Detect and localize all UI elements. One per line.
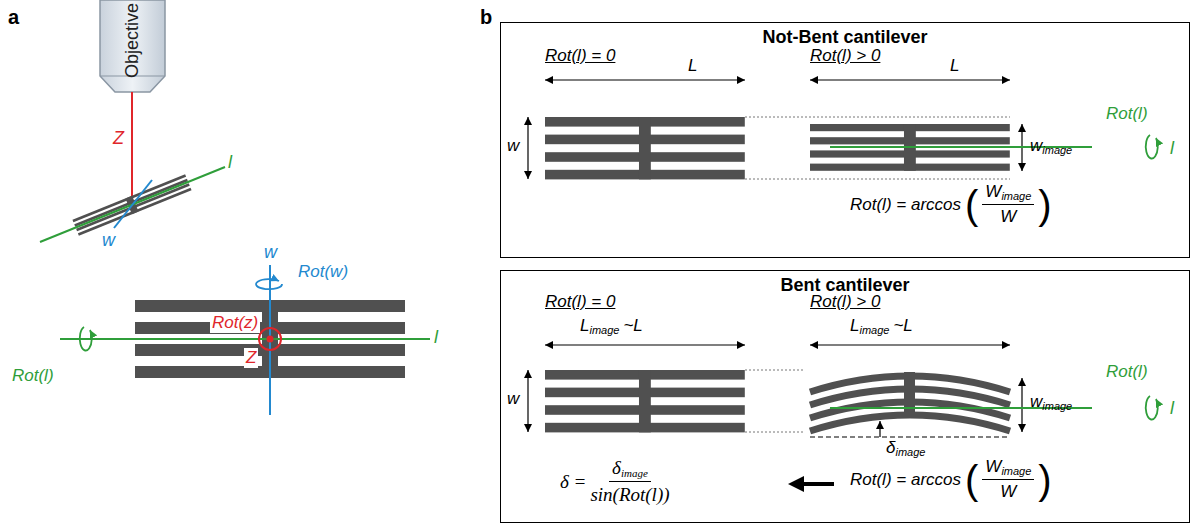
formula-paren: ( bbox=[965, 460, 978, 500]
panel-letter: a bbox=[8, 6, 19, 28]
objective: Objective bbox=[100, 0, 165, 81]
formula-text: δ bbox=[612, 457, 621, 478]
dimension-label-group: w bbox=[507, 389, 519, 409]
formula-text: δ = bbox=[560, 471, 586, 493]
denominator: W bbox=[1000, 205, 1016, 227]
rotation-label: Rot(l) bbox=[1106, 362, 1148, 381]
axis-label: l bbox=[434, 327, 438, 347]
condition-label-group: Rot(l) > 0 bbox=[810, 46, 880, 66]
panel-title: Not-Bent cantilever bbox=[501, 23, 1189, 48]
axis-label: l bbox=[1170, 138, 1174, 158]
formula: Rot(l) = arccos(WimageW) bbox=[850, 457, 1052, 502]
axis-label: Z bbox=[113, 128, 124, 148]
formula-text: W bbox=[1000, 482, 1016, 501]
numerator: Wimage bbox=[982, 182, 1034, 205]
dimension-label: ~L bbox=[893, 316, 912, 335]
formula: Rot(l) = arccos(WimageW) bbox=[850, 182, 1052, 227]
rotation-label-group: Rot(z) bbox=[210, 313, 260, 333]
dimension-label: L bbox=[850, 316, 859, 335]
panel-letter: b bbox=[480, 6, 492, 28]
fraction: WimageW bbox=[982, 182, 1034, 227]
formula-text: Rot(l) = arccos bbox=[850, 195, 961, 215]
dimension-label: w bbox=[1030, 392, 1042, 411]
axis-label-group: l bbox=[1170, 398, 1174, 419]
axis-label-group: Z bbox=[113, 128, 124, 149]
dimension-label: ~L bbox=[623, 316, 642, 335]
formula-text: W bbox=[1000, 207, 1016, 226]
axis-label-group: l bbox=[1170, 138, 1174, 159]
dimension-label: image bbox=[1042, 144, 1072, 156]
rotation-label-group: Rot(l) bbox=[1106, 362, 1148, 382]
rotation-label: Rot(z) bbox=[212, 313, 258, 332]
dimension-label: L bbox=[580, 316, 589, 335]
dimension-label-group: L bbox=[688, 56, 697, 76]
rotation-label: Rot(w) bbox=[298, 262, 348, 281]
panel-letter-group: a bbox=[8, 6, 19, 29]
formula-text: image bbox=[1001, 465, 1031, 477]
dimension-label-group: w bbox=[507, 136, 519, 156]
fraction: δimagesin(Rot(l)) bbox=[590, 457, 669, 506]
denominator: sin(Rot(l)) bbox=[590, 482, 669, 506]
dimension-label-group: Limage ~L bbox=[580, 316, 643, 337]
formula: δ =δimagesin(Rot(l)) bbox=[560, 457, 670, 506]
axis-label-group: Z bbox=[244, 348, 258, 368]
dimension-label: w bbox=[507, 389, 519, 408]
formula-text: W bbox=[985, 182, 1001, 201]
rotation-label-group: Rot(w) bbox=[298, 262, 348, 282]
formula-text: image bbox=[621, 467, 648, 479]
axis-label: w bbox=[102, 230, 115, 250]
deflection-label: δ bbox=[886, 438, 895, 457]
axis-label-group: w bbox=[102, 230, 115, 251]
objective-label: Objective bbox=[122, 3, 143, 78]
formula-text: sin(Rot(l)) bbox=[590, 484, 669, 505]
dimension-label: L bbox=[688, 56, 697, 75]
dimension-label: w bbox=[507, 136, 519, 155]
condition-label-group: Rot(l) = 0 bbox=[545, 292, 615, 312]
dimension-label-group: L bbox=[950, 56, 959, 76]
dimension-label-group: wimage bbox=[1030, 136, 1072, 157]
panel-letter-group: b bbox=[480, 6, 492, 29]
condition-label: Rot(l) > 0 bbox=[810, 46, 880, 65]
denominator: W bbox=[1000, 480, 1016, 502]
formula-paren: ) bbox=[1038, 185, 1051, 225]
numerator: Wimage bbox=[982, 457, 1034, 480]
condition-label: Rot(l) > 0 bbox=[810, 292, 880, 311]
formula-paren: ( bbox=[965, 185, 978, 225]
dimension-label-group: wimage bbox=[1030, 392, 1072, 413]
dimension-label: image bbox=[1042, 400, 1072, 412]
axis-label: l bbox=[1170, 398, 1174, 418]
dimension-label-group: Limage ~L bbox=[850, 316, 913, 337]
dimension-label: image bbox=[589, 324, 619, 336]
condition-label: Rot(l) = 0 bbox=[545, 46, 615, 65]
formula-text: Rot(l) = arccos bbox=[850, 470, 961, 490]
axis-label: l bbox=[228, 152, 232, 172]
axis-label: Z bbox=[246, 348, 256, 367]
dimension-label: image bbox=[859, 324, 889, 336]
formula-paren: ) bbox=[1038, 460, 1051, 500]
axis-label: w bbox=[264, 242, 277, 262]
fraction: WimageW bbox=[982, 457, 1034, 502]
axis-label-group: l bbox=[228, 152, 232, 173]
rotation-label-group: Rot(l) bbox=[12, 366, 54, 386]
condition-label-group: Rot(l) = 0 bbox=[545, 46, 615, 66]
condition-label: Rot(l) = 0 bbox=[545, 292, 615, 311]
rotation-label: Rot(l) bbox=[12, 366, 54, 385]
axis-label-group: w bbox=[264, 242, 277, 263]
deflection-label: image bbox=[895, 446, 925, 458]
dimension-label: w bbox=[1030, 136, 1042, 155]
rotation-label-group: Rot(l) bbox=[1106, 104, 1148, 124]
numerator: δimage bbox=[609, 457, 651, 482]
formula-text: image bbox=[1001, 190, 1031, 202]
axis-label-group: l bbox=[434, 327, 438, 348]
dimension-label: L bbox=[950, 56, 959, 75]
formula-text: W bbox=[985, 457, 1001, 476]
deflection-label-group: δimage bbox=[886, 438, 925, 459]
condition-label-group: Rot(l) > 0 bbox=[810, 292, 880, 312]
rotation-label: Rot(l) bbox=[1106, 104, 1148, 123]
